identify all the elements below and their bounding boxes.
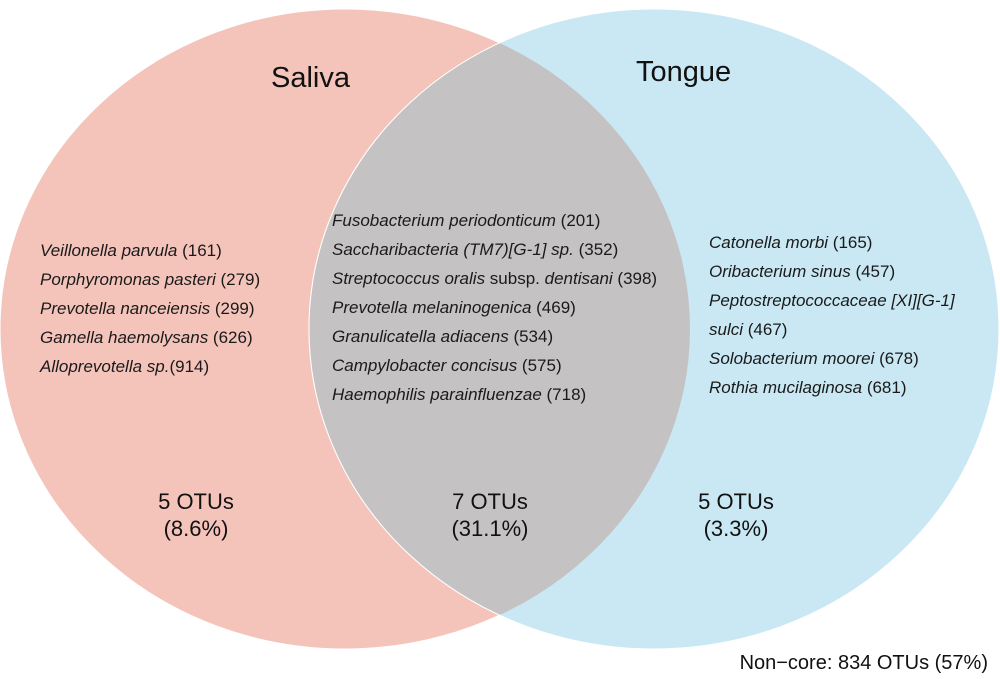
otu-id: (681): [862, 378, 907, 397]
otu-row: Oribacterium sinus (457): [709, 257, 955, 286]
otu-row: Granulicatella adiacens (534): [332, 322, 657, 351]
otu-row: Fusobacterium periodonticum (201): [332, 206, 657, 235]
otu-row: sulci (467): [709, 315, 955, 344]
otu-species: Fusobacterium periodonticum: [332, 211, 556, 230]
otu-id: (398): [612, 269, 658, 288]
otu-id: (718): [541, 385, 587, 404]
otu-row: Peptostreptococcaceae [XI][G-1]: [709, 286, 955, 315]
otu-id: (165): [828, 233, 873, 252]
otu-species: Veillonella parvula: [40, 241, 178, 260]
otu-row: Rothia mucilaginosa (681): [709, 373, 955, 402]
non-core-footnote: Non−core: 834 OTUs (57%): [739, 652, 988, 674]
otu-subspecies-marker: subsp.: [485, 269, 545, 288]
tongue-title: Tongue: [636, 56, 732, 88]
tongue-otu-count: 5 OTUs: [698, 489, 774, 514]
saliva-otu-count: 5 OTUs: [158, 489, 234, 514]
otu-id: (678): [874, 349, 919, 368]
otu-id: (469): [531, 298, 576, 317]
shared-summary: 7 OTUs (31.1%): [410, 488, 570, 542]
otu-id: (201): [555, 211, 601, 230]
otu-row: Catonella morbi (165): [709, 228, 955, 257]
overlap-region: [308, 9, 690, 649]
otu-species: Peptostreptococcaceae [XI][G-1]: [709, 291, 955, 310]
otu-row: Haemophilis parainfluenzae (718): [332, 380, 657, 409]
otu-species: Prevotella melaninogenica: [332, 298, 532, 317]
otu-row: Veillonella parvula (161): [40, 236, 260, 265]
otu-row: Prevotella melaninogenica (469): [332, 293, 657, 322]
otu-species: Oribacterium sinus: [709, 262, 851, 281]
otu-row: Porphyromonas pasteri (279): [40, 265, 260, 294]
otu-subspecies: dentisani: [544, 269, 613, 288]
otu-id: (534): [508, 327, 554, 346]
otu-row: Gamella haemolysans (626): [40, 323, 260, 352]
otu-species: Rothia mucilaginosa: [709, 378, 863, 397]
saliva-otu-percent: (8.6%): [163, 516, 229, 541]
otu-species: Granulicatella adiacens: [332, 327, 509, 346]
saliva-title: Saliva: [271, 62, 350, 94]
otu-id: (467): [743, 320, 788, 339]
shared-otu-percent: (31.1%): [451, 516, 529, 541]
tongue-otu-list: Catonella morbi (165)Oribacterium sinus …: [709, 228, 955, 402]
otu-species: Gamella haemolysans: [40, 328, 209, 347]
otu-row: Saccharibacteria (TM7)[G-1] sp. (352): [332, 235, 657, 264]
otu-species: Solobacterium moorei: [709, 349, 875, 368]
otu-row: Streptococcus oralis subsp. dentisani (3…: [332, 264, 657, 293]
otu-species: Porphyromonas pasteri: [40, 270, 216, 289]
otu-id: (161): [177, 241, 222, 260]
otu-species: Campylobacter concisus: [332, 356, 518, 375]
otu-id: (575): [517, 356, 562, 375]
otu-row: Campylobacter concisus (575): [332, 351, 657, 380]
otu-id: (626): [208, 328, 253, 347]
otu-species: Haemophilis parainfluenzae: [332, 385, 542, 404]
tongue-otu-percent: (3.3%): [703, 516, 769, 541]
otu-species: Alloprevotella sp.: [40, 357, 170, 376]
otu-row: Prevotella nanceiensis (299): [40, 294, 260, 323]
otu-id: (352): [573, 240, 619, 259]
otu-species: Prevotella nanceiensis: [40, 299, 211, 318]
otu-species: sulci: [709, 320, 744, 339]
otu-species: Catonella morbi: [709, 233, 829, 252]
saliva-summary: 5 OTUs (8.6%): [116, 488, 276, 542]
otu-id: (457): [850, 262, 896, 281]
otu-id: (279): [215, 270, 261, 289]
saliva-otu-list: Veillonella parvula (161)Porphyromonas p…: [40, 236, 260, 381]
otu-row: Solobacterium moorei (678): [709, 344, 955, 373]
shared-otu-count: 7 OTUs: [452, 489, 528, 514]
otu-species: Saccharibacteria (TM7)[G-1] sp.: [332, 240, 574, 259]
otu-species: Streptococcus oralis: [332, 269, 486, 288]
shared-otu-list: Fusobacterium periodonticum (201)Sacchar…: [332, 206, 657, 409]
otu-id: (299): [210, 299, 255, 318]
otu-row: Alloprevotella sp.(914): [40, 352, 260, 381]
tongue-summary: 5 OTUs (3.3%): [656, 488, 816, 542]
otu-id: (914): [169, 357, 210, 376]
